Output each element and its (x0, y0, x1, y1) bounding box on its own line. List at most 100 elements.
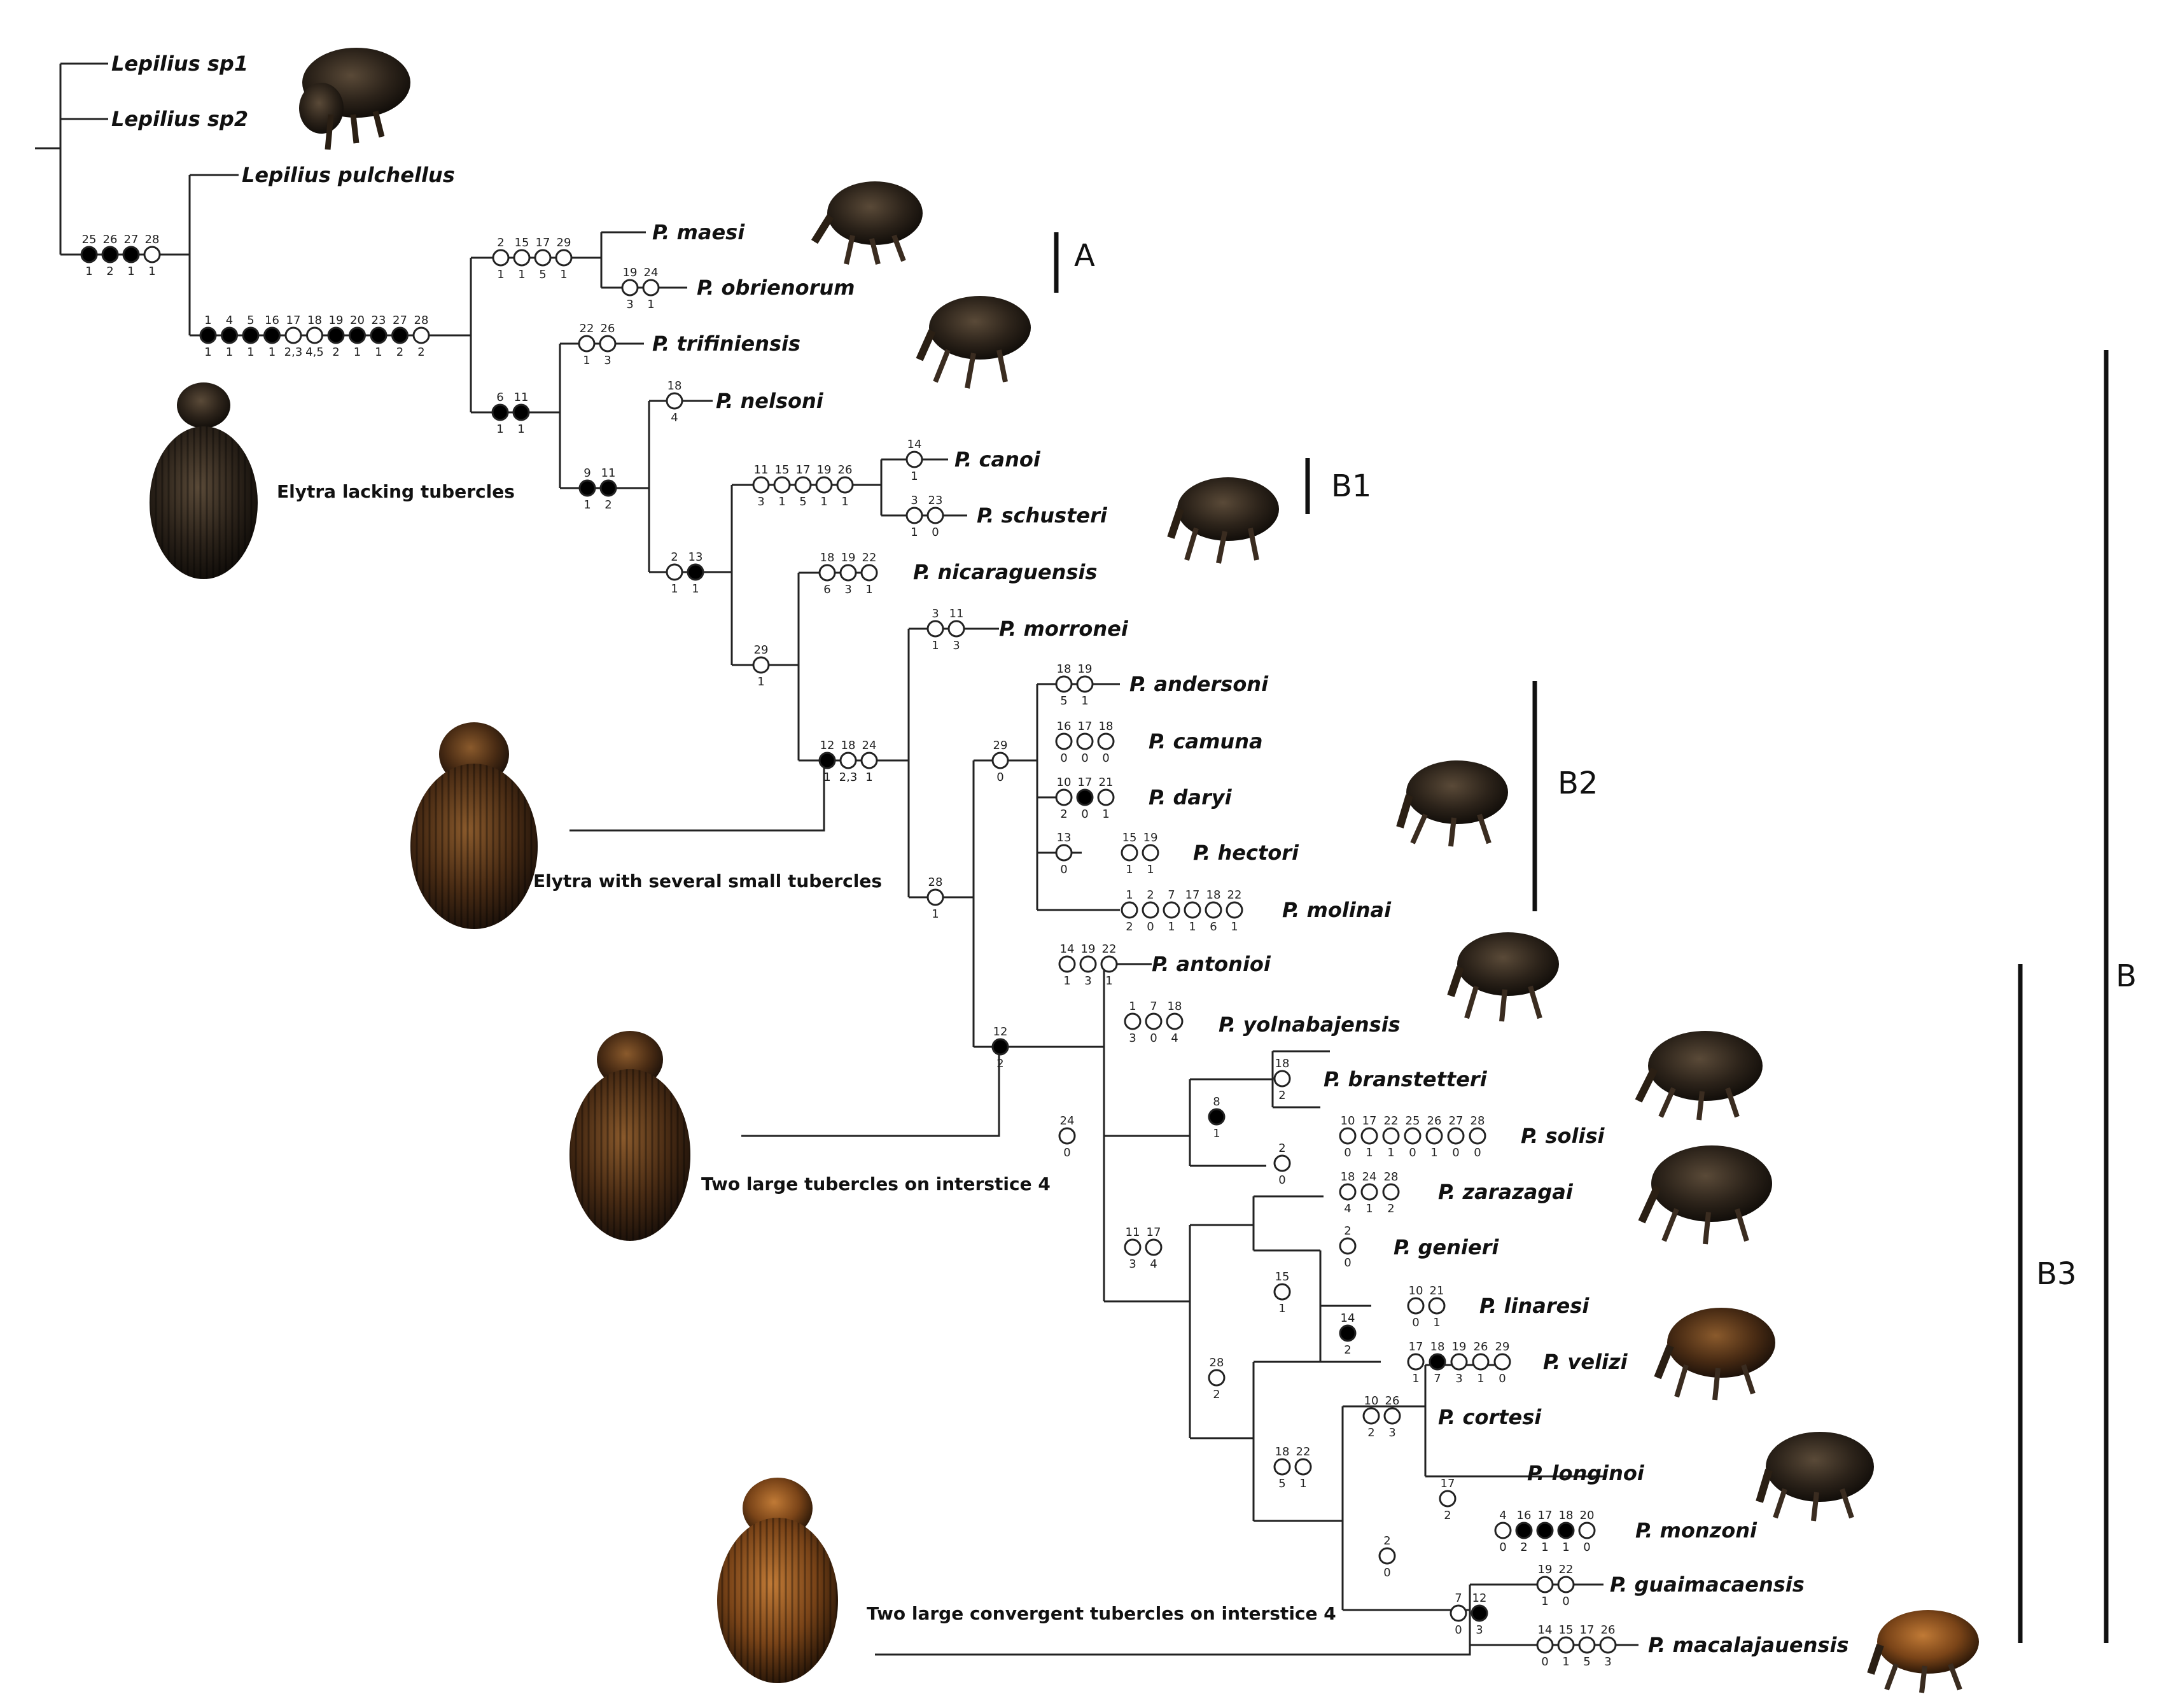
character-state-open (1124, 1238, 1142, 1256)
character-number: 17 (1185, 888, 1200, 902)
character-state-filled (1515, 1522, 1533, 1539)
character-number: 7 (1168, 888, 1175, 902)
tip-label: P. nicaraguensis (913, 560, 1097, 584)
specimen-photo-lateral-5 (1396, 760, 1508, 847)
character-state: 7 (1434, 1372, 1441, 1385)
tip-label: Lepilius sp2 (111, 107, 248, 131)
character-state: 2 (1060, 808, 1067, 821)
character-state-filled (101, 246, 119, 263)
character-number: 24 (1060, 1114, 1075, 1128)
character-state-open (1145, 1238, 1163, 1256)
character-state-open (1273, 1154, 1291, 1172)
character-state: 2 (332, 346, 339, 359)
character-state-open (1205, 901, 1222, 919)
character-state: 1 (1366, 1202, 1373, 1215)
character-number: 3 (911, 494, 918, 507)
character-group: 142 (1339, 1312, 1357, 1357)
character-state-filled (327, 326, 345, 344)
character-state: 1 (778, 495, 785, 508)
character-state: 1 (1299, 1477, 1306, 1490)
character-group: 81 (1208, 1095, 1226, 1140)
specimen-photo-lateral-8 (1638, 1145, 1772, 1245)
character-state-open (1362, 1407, 1380, 1425)
character-number: 24 (862, 739, 877, 752)
character-number: 13 (1057, 831, 1072, 844)
character-number: 4 (1499, 1509, 1506, 1522)
character-state: 4,5 (305, 346, 324, 359)
character-state-open (1469, 1127, 1486, 1145)
character-state: 1 (841, 495, 848, 508)
clade-label-b: B (2116, 958, 2137, 994)
character-number: 17 (536, 236, 550, 249)
tip-label: P. solisi (1521, 1124, 1605, 1148)
character-state-open (1100, 955, 1118, 973)
character-state: 1 (127, 265, 134, 278)
character-state-open (1142, 901, 1159, 919)
character-number: 14 (1341, 1312, 1355, 1325)
character-state: 2,3 (839, 771, 858, 784)
character-number: 15 (1559, 1623, 1574, 1637)
character-state-open (860, 564, 878, 582)
tip-label: P. longinoi (1527, 1461, 1645, 1485)
character-state: 0 (1344, 1256, 1351, 1270)
character-number: 27 (393, 314, 407, 327)
character-state: 2 (396, 346, 403, 359)
tip-label: P. linaresi (1479, 1294, 1590, 1318)
character-state: 0 (1412, 1316, 1419, 1329)
character-state-filled (1076, 788, 1094, 806)
character-state: 1 (823, 771, 830, 784)
character-state: 0 (1081, 808, 1088, 821)
character-state-open (1383, 1407, 1401, 1425)
character-group: 281 (926, 876, 944, 921)
character-state-open (143, 246, 161, 263)
character-number: 7 (1455, 1592, 1462, 1605)
character-number: 19 (1143, 831, 1158, 844)
character-state-open (1407, 1297, 1425, 1315)
character-number: 18 (307, 314, 322, 327)
character-number: 12 (993, 1025, 1008, 1039)
character-number: 17 (1580, 1623, 1595, 1637)
character-state: 1 (1213, 1127, 1220, 1140)
character-number: 23 (928, 494, 943, 507)
character-state: 1 (1430, 1146, 1437, 1159)
tip-label: P. molinai (1282, 898, 1392, 922)
character-state-open (1578, 1636, 1596, 1654)
character-state-filled (1208, 1108, 1226, 1126)
character-state: 1 (1126, 863, 1133, 876)
character-state: 0 (1060, 863, 1067, 876)
clade-bars: A B1 B2 B3 B (1054, 232, 2137, 1643)
character-state-filled (1471, 1604, 1488, 1622)
character-state-filled (1429, 1353, 1446, 1371)
character-number: 18 (1275, 1057, 1290, 1070)
character-state-open (836, 476, 854, 494)
specimen-photo-dorsal-4 (717, 1478, 838, 1683)
character-number: 16 (1057, 720, 1072, 733)
character-number: 14 (1538, 1623, 1553, 1637)
character-state-open (1055, 844, 1073, 862)
character-number: 19 (841, 551, 856, 564)
character-number: 8 (1213, 1095, 1220, 1109)
character-state-filled (199, 326, 217, 344)
character-state: 1 (226, 346, 233, 359)
character-state: 0 (1102, 752, 1109, 765)
character-state-open (1273, 1283, 1291, 1301)
character-state-open (1360, 1183, 1378, 1201)
character-state-filled (370, 326, 388, 344)
character-state: 1 (1105, 974, 1112, 988)
specimen-photo-lateral-6 (1447, 932, 1559, 1022)
character-state-open (1339, 1127, 1357, 1145)
character-state: 1 (1562, 1541, 1569, 1554)
specimen-photo-lateral-1 (299, 48, 410, 150)
character-number: 10 (1057, 776, 1072, 789)
tip-label: P. macalajauensis (1648, 1633, 1848, 1657)
character-state-open (1439, 1490, 1457, 1508)
character-number: 22 (862, 551, 877, 564)
character-state: 1 (647, 298, 654, 311)
